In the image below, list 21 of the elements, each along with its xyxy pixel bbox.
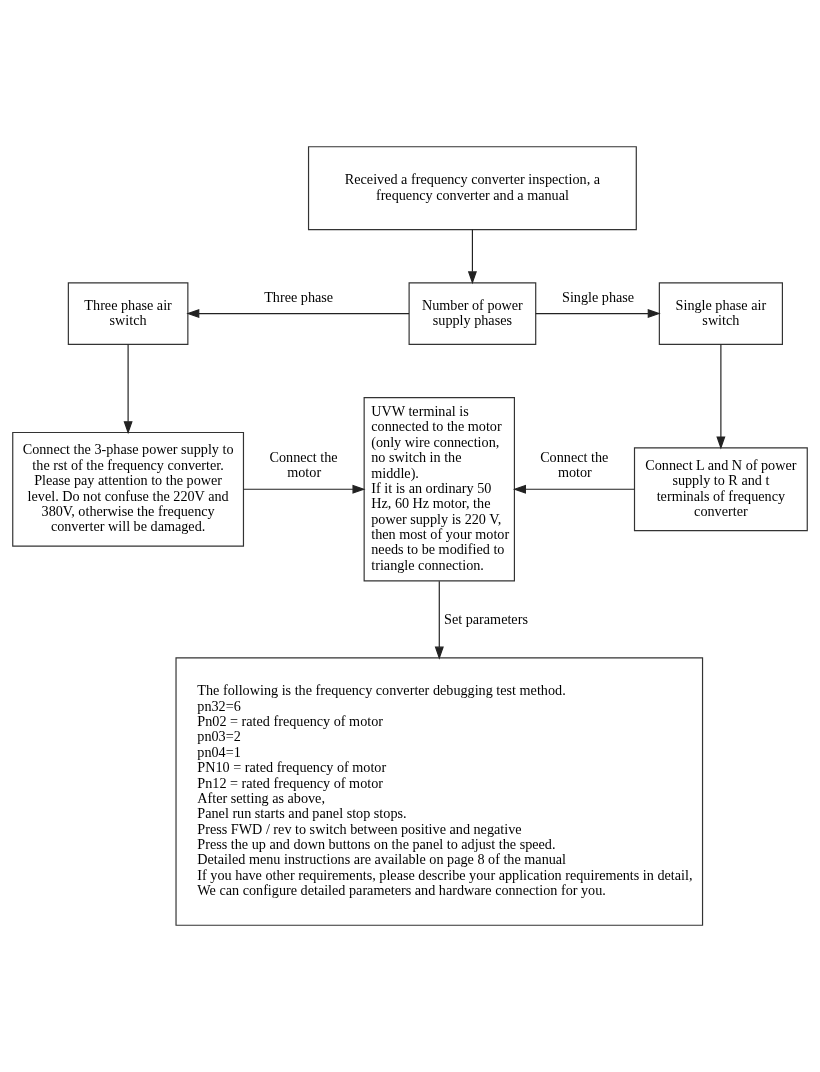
node-box: Three phase air switch [67,282,189,345]
node-box: Connect L and N of power supply to R and t terminals of frequency converter [633,447,808,532]
edge-label: Single phase [562,288,635,305]
arrow [434,580,444,660]
node-box: Received a frequency converter inspection, a frequency converter and a manual [307,146,637,231]
node-box: UVW terminal is connected to the motor (only wire connection, no switch in the middle). If it is an ordinary 50 Hz, 60 Hz motor, the power supply is 220 V, then most of your motor needs to be modified to triangle connection. [363,397,515,582]
arrow [535,309,661,319]
node-box: Number of power supply phases [408,282,537,345]
arrow [186,309,410,319]
arrow [242,484,366,494]
arrow [716,343,726,450]
edge-label: Connect the motor [269,448,338,480]
edge-label: Set parameters [444,610,528,627]
node-box: Single phase air switch [658,282,783,345]
edge-label: Three phase [264,288,334,305]
node-box: Connect the 3-phase power supply to the rst of the frequency converter. Please pay attention to the power level. Do not confuse the 220V and 380V, otherwise the frequency converter will be damaged. [12,431,245,547]
edge-label: Connect the motor [540,448,609,480]
node-box: The following is the frequency converter debugging test method. pn32=6 Pn02 = rated frequency of motor pn03=2 pn04=1 PN10 = rated frequency of motor Pn12 = rated frequency of motor After setting as above, Panel run starts and panel stop stops. Press FWD / rev to switch between positive and negative Press the up and down buttons on the panel to adjust the speed. Detailed menu instructions are available on page 8 of the manual If you have other requirements, please describe your application requirements in detail, We can configure detailed parameters and hardware connection for you. [175,657,704,926]
arrow [123,343,133,435]
arrow [512,484,635,494]
arrow [467,229,477,285]
